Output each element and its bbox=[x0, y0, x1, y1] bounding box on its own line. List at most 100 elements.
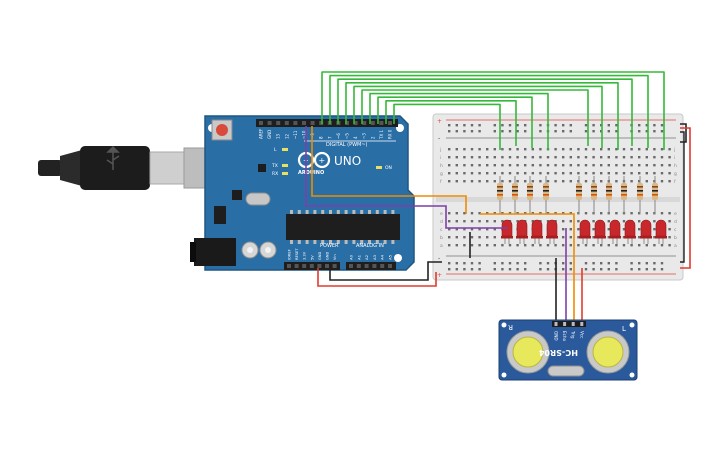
breadboard-hole[interactable] bbox=[638, 148, 641, 151]
rail-hole[interactable] bbox=[607, 124, 610, 127]
rail-hole[interactable] bbox=[501, 268, 504, 271]
resistor[interactable] bbox=[652, 176, 658, 214]
breadboard-hole[interactable] bbox=[592, 172, 595, 175]
rail-hole[interactable] bbox=[607, 268, 610, 271]
rail-hole[interactable] bbox=[638, 262, 641, 265]
breadboard-hole[interactable] bbox=[592, 164, 595, 167]
breadboard-hole[interactable] bbox=[660, 156, 664, 159]
rail-hole[interactable] bbox=[562, 262, 565, 265]
breadboard-hole[interactable] bbox=[486, 220, 489, 223]
breadboard-hole[interactable] bbox=[630, 244, 633, 247]
breadboard-hole[interactable] bbox=[600, 180, 603, 183]
rail-hole[interactable] bbox=[615, 268, 618, 271]
breadboard-hole[interactable] bbox=[478, 148, 481, 151]
header-pin[interactable] bbox=[310, 121, 315, 125]
breadboard-hole[interactable] bbox=[668, 236, 671, 239]
breadboard-hole[interactable] bbox=[508, 172, 512, 175]
breadboard-hole[interactable] bbox=[630, 164, 633, 167]
rail-hole[interactable] bbox=[501, 130, 504, 133]
red-led[interactable] bbox=[594, 219, 606, 244]
breadboard-hole[interactable] bbox=[584, 148, 588, 151]
breadboard-hole[interactable] bbox=[660, 148, 664, 151]
breadboard-hole[interactable] bbox=[516, 172, 519, 175]
rail-hole[interactable] bbox=[600, 262, 603, 265]
breadboard-hole[interactable] bbox=[660, 164, 664, 167]
power-pin[interactable] bbox=[294, 264, 299, 268]
rail-hole[interactable] bbox=[539, 262, 542, 265]
red-led[interactable] bbox=[546, 219, 558, 244]
red-led[interactable] bbox=[655, 219, 667, 244]
rail-hole[interactable] bbox=[554, 124, 557, 127]
breadboard-hole[interactable] bbox=[463, 148, 466, 151]
red-led[interactable] bbox=[531, 219, 543, 244]
breadboard-hole[interactable] bbox=[478, 156, 481, 159]
rail-hole[interactable] bbox=[455, 268, 458, 271]
breadboard-hole[interactable] bbox=[668, 244, 671, 247]
green-wire[interactable] bbox=[353, 85, 603, 148]
breadboard-hole[interactable] bbox=[486, 228, 489, 231]
rail-hole[interactable] bbox=[584, 130, 588, 133]
breadboard-hole[interactable] bbox=[607, 236, 610, 239]
breadboard-hole[interactable] bbox=[470, 244, 474, 247]
breadboard-hole[interactable] bbox=[584, 164, 588, 167]
header-pin[interactable] bbox=[259, 121, 263, 125]
breadboard-hole[interactable] bbox=[622, 172, 626, 175]
rail-hole[interactable] bbox=[615, 262, 618, 265]
breadboard-hole[interactable] bbox=[546, 180, 550, 183]
breadboard-hole[interactable] bbox=[569, 244, 572, 247]
breadboard-hole[interactable] bbox=[531, 172, 534, 175]
rail-hole[interactable] bbox=[638, 268, 641, 271]
breadboard-hole[interactable] bbox=[493, 148, 496, 151]
breadboard-hole[interactable] bbox=[653, 244, 656, 247]
breadboard-hole[interactable] bbox=[622, 220, 626, 223]
power-pin[interactable] bbox=[332, 264, 337, 268]
orange-wire-sensor-trig[interactable] bbox=[480, 213, 575, 322]
breadboard-hole[interactable] bbox=[653, 220, 656, 223]
resistor[interactable] bbox=[637, 176, 643, 214]
rail-hole[interactable] bbox=[645, 268, 648, 271]
rail-hole[interactable] bbox=[470, 268, 474, 271]
rail-hole[interactable] bbox=[554, 130, 557, 133]
breadboard-hole[interactable] bbox=[478, 172, 481, 175]
rail-hole[interactable] bbox=[508, 130, 512, 133]
breadboard-hole[interactable] bbox=[516, 164, 519, 167]
breadboard-hole[interactable] bbox=[554, 164, 557, 167]
breadboard-hole[interactable] bbox=[569, 156, 572, 159]
breadboard-hole[interactable] bbox=[501, 220, 504, 223]
rail-hole[interactable] bbox=[508, 268, 512, 271]
breadboard-hole[interactable] bbox=[524, 244, 527, 247]
breadboard-hole[interactable] bbox=[638, 244, 641, 247]
rail-hole[interactable] bbox=[638, 130, 641, 133]
rail-hole[interactable] bbox=[539, 268, 542, 271]
rail-hole[interactable] bbox=[584, 268, 588, 271]
header-pin[interactable] bbox=[267, 121, 272, 125]
rail-hole[interactable] bbox=[524, 262, 527, 265]
breadboard-hole[interactable] bbox=[577, 244, 580, 247]
breadboard-hole[interactable] bbox=[501, 244, 504, 247]
breadboard-hole[interactable] bbox=[562, 220, 565, 223]
rail-hole[interactable] bbox=[645, 262, 648, 265]
rail-hole[interactable] bbox=[600, 268, 603, 271]
breadboard-hole[interactable] bbox=[470, 220, 474, 223]
rail-hole[interactable] bbox=[653, 124, 656, 127]
breadboard-hole[interactable] bbox=[562, 148, 565, 151]
breadboard-hole[interactable] bbox=[653, 148, 656, 151]
rail-hole[interactable] bbox=[524, 268, 527, 271]
red-led[interactable] bbox=[640, 219, 652, 244]
breadboard-hole[interactable] bbox=[546, 172, 550, 175]
breadboard-hole[interactable] bbox=[668, 172, 671, 175]
rail-hole[interactable] bbox=[501, 262, 504, 265]
breadboard-hole[interactable] bbox=[622, 244, 626, 247]
breadboard-hole[interactable] bbox=[615, 180, 618, 183]
green-wire[interactable] bbox=[329, 74, 649, 148]
rail-hole[interactable] bbox=[539, 124, 542, 127]
green-wire[interactable] bbox=[321, 71, 665, 150]
sensor-pin[interactable] bbox=[554, 322, 558, 326]
breadboard-hole[interactable] bbox=[645, 212, 648, 215]
rail-hole[interactable] bbox=[584, 124, 588, 127]
rail-jumper-black-top[interactable] bbox=[680, 123, 687, 143]
breadboard-hole[interactable] bbox=[660, 180, 664, 183]
breadboard-hole[interactable] bbox=[493, 220, 496, 223]
green-wire[interactable] bbox=[361, 89, 589, 146]
rail-hole[interactable] bbox=[478, 124, 481, 127]
